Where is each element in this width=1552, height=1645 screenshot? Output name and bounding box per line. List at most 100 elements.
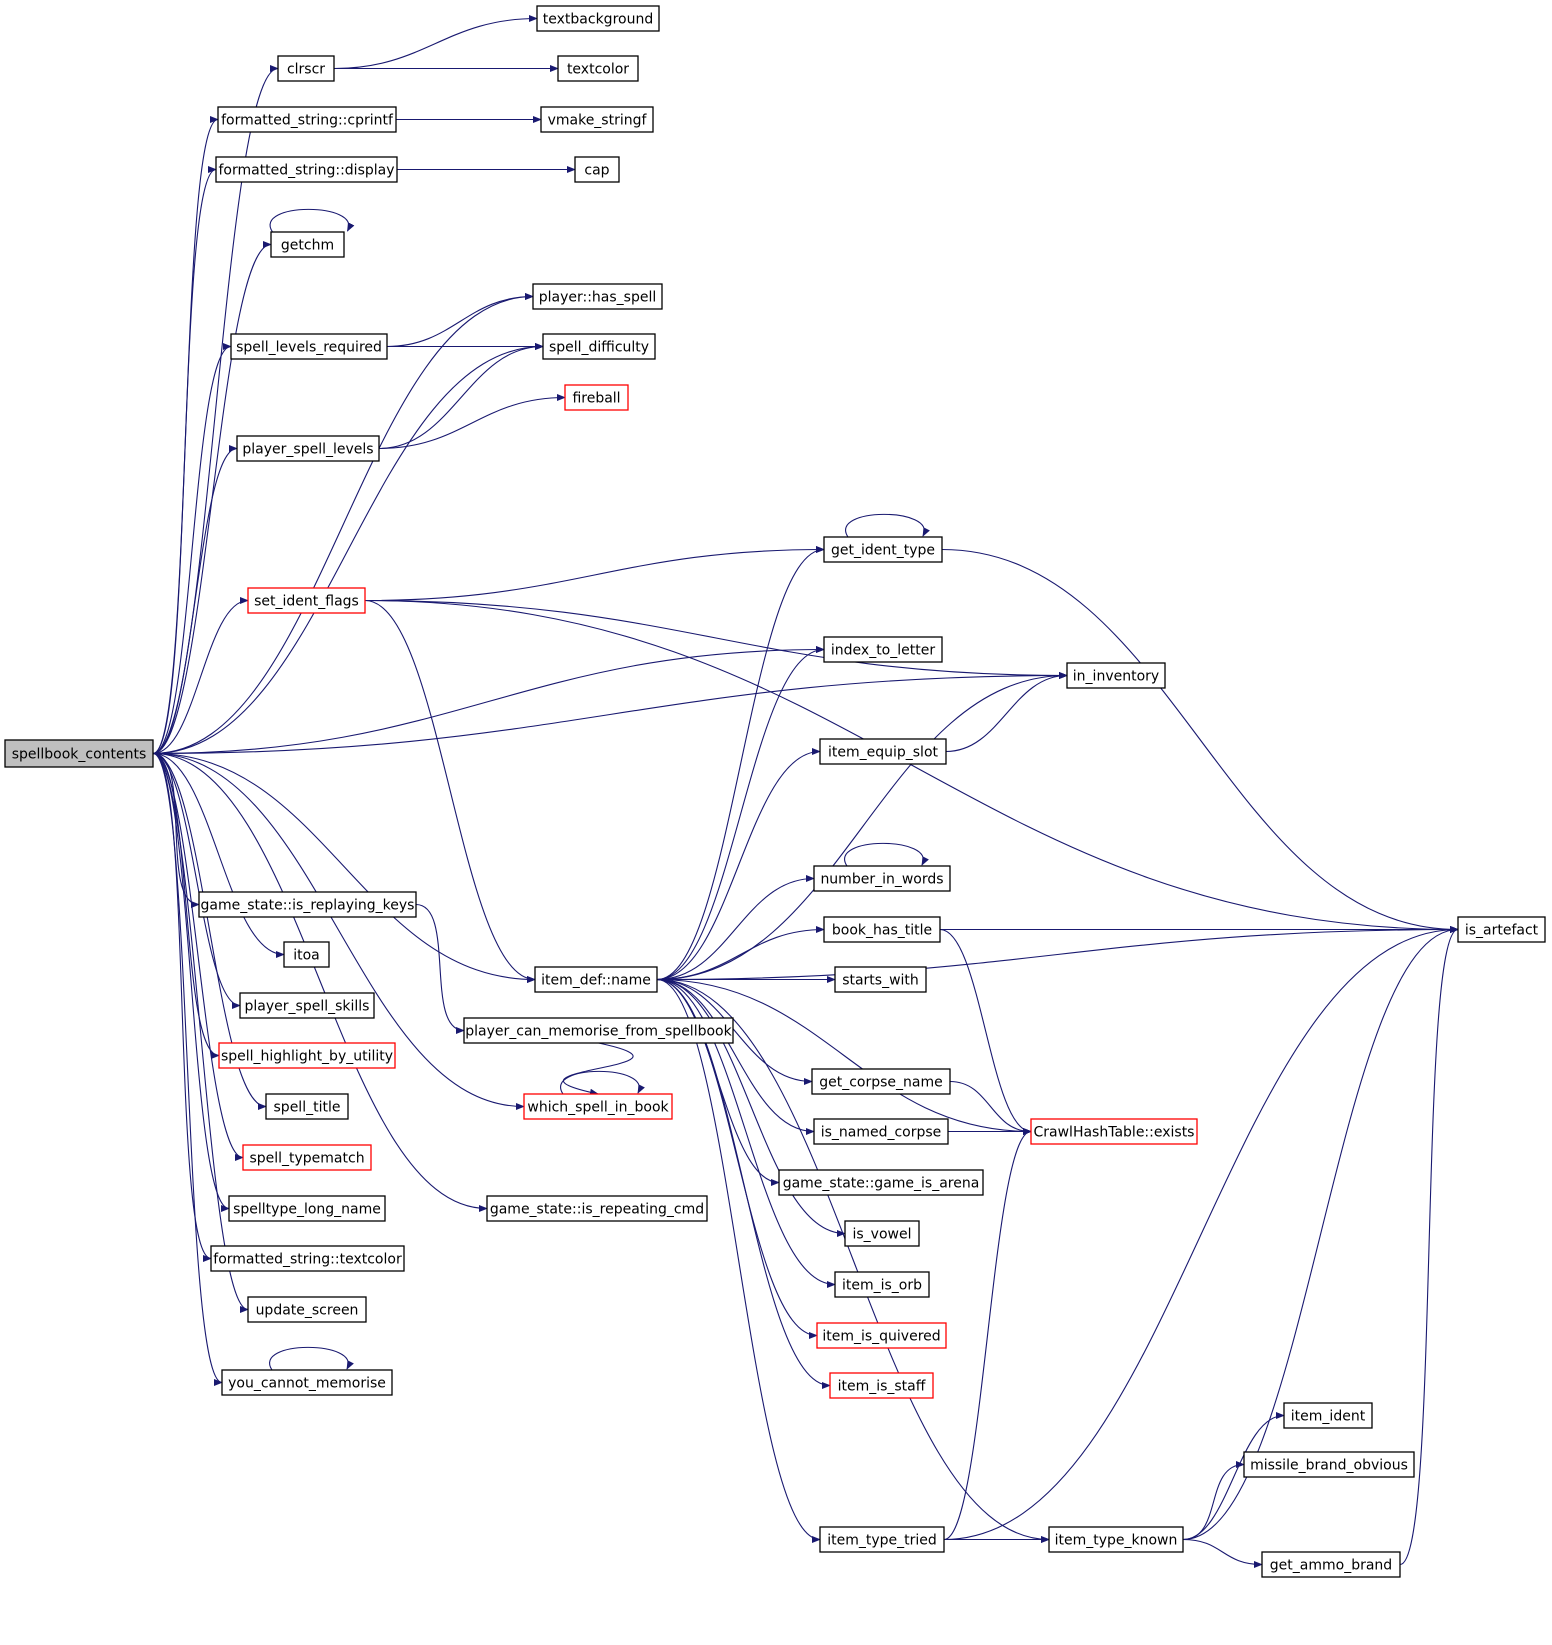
node-item-is-staff[interactable]: item_is_staff xyxy=(829,1372,934,1399)
node-item-is-orb[interactable]: item_is_orb xyxy=(834,1271,930,1298)
edge-item_def_name-to-item_equip_slot xyxy=(656,747,821,981)
node-itoa[interactable]: itoa xyxy=(283,941,330,968)
node-set-ident-flags[interactable]: set_ident_flags xyxy=(247,587,366,614)
node-item-type-known[interactable]: item_type_known xyxy=(1048,1526,1184,1553)
node-number-in-words[interactable]: number_in_words xyxy=(813,865,951,892)
node-get-corpse-name[interactable]: get_corpse_name xyxy=(811,1068,951,1095)
edge-item_def_name-to-in_inventory xyxy=(656,671,1068,981)
node-gs-game-is-arena[interactable]: game_state::game_is_arena xyxy=(778,1169,984,1196)
node-spelltype-long-name[interactable]: spelltype_long_name xyxy=(228,1195,386,1222)
node-spell-levels-required[interactable]: spell_levels_required xyxy=(230,333,388,360)
node-box xyxy=(1048,1526,1184,1553)
node-you-cannot-memorise[interactable]: you_cannot_memorise xyxy=(221,1369,393,1396)
node-is-vowel[interactable]: is_vowel xyxy=(844,1220,920,1247)
node-item-type-tried[interactable]: item_type_tried xyxy=(819,1526,945,1553)
node-book-has-title[interactable]: book_has_title xyxy=(823,916,941,943)
node-fireball[interactable]: fireball xyxy=(564,384,629,411)
node-get-ammo-brand[interactable]: get_ammo_brand xyxy=(1261,1551,1401,1578)
node-in-inventory[interactable]: in_inventory xyxy=(1066,662,1166,689)
node-fs-textcolor[interactable]: formatted_string::textcolor xyxy=(210,1245,405,1272)
node-box xyxy=(283,941,330,968)
edge-get_ident_type-to-get_ident_type xyxy=(845,513,930,538)
node-gs-is-replaying-keys[interactable]: game_state::is_replaying_keys xyxy=(198,891,417,918)
node-box xyxy=(811,1068,951,1095)
edge-item_def_name-to-is_named_corpse xyxy=(656,978,815,1136)
node-box xyxy=(816,1322,947,1349)
node-player-spell-skills[interactable]: player_spell_skills xyxy=(239,992,375,1019)
edge-item_def_name-to-index_to_letter xyxy=(656,645,825,981)
node-player-can-memorise[interactable]: player_can_memorise_from_spellbook xyxy=(463,1017,734,1044)
node-box xyxy=(574,156,620,183)
edge-spellbook_contents-to-spell_levels_required xyxy=(152,342,232,755)
edge-get_ident_type-to-is_artefact xyxy=(941,548,1459,934)
edge-spellbook_contents-to-fs_display xyxy=(152,166,217,755)
node-vmake-stringf[interactable]: vmake_stringf xyxy=(540,106,654,133)
node-clrscr[interactable]: clrscr xyxy=(277,55,335,82)
node-spell-typematch[interactable]: spell_typematch xyxy=(242,1144,372,1171)
node-crawl-exists[interactable]: CrawlHashTable::exists xyxy=(1030,1118,1198,1145)
edge-spellbook_contents-to-update_screen xyxy=(152,752,249,1313)
edge-layer xyxy=(152,14,1459,1569)
node-label: item_def::name xyxy=(541,973,651,989)
node-is-named-corpse[interactable]: is_named_corpse xyxy=(813,1118,949,1145)
node-label: textbackground xyxy=(543,12,653,28)
node-is-artefact[interactable]: is_artefact xyxy=(1457,916,1546,943)
node-box xyxy=(819,738,947,765)
node-box xyxy=(242,1144,372,1171)
node-index-to-letter[interactable]: index_to_letter xyxy=(823,636,943,663)
node-spell-difficulty[interactable]: spell_difficulty xyxy=(542,333,656,360)
edge-spellbook_contents-to-player_has_spell xyxy=(152,292,534,755)
node-player-has-spell[interactable]: player::has_spell xyxy=(532,283,663,310)
node-fs-display[interactable]: formatted_string::display xyxy=(215,156,398,183)
node-label: game_state::is_repeating_cmd xyxy=(490,1202,704,1218)
node-starts-with[interactable]: starts_with xyxy=(834,966,927,993)
edge-you_cannot_memorise-to-you_cannot_memorise xyxy=(269,1346,354,1371)
node-box xyxy=(844,1220,920,1247)
node-label: cap xyxy=(584,163,609,179)
node-box xyxy=(463,1017,734,1044)
edge-spellbook_contents-to-which_spell_in_book xyxy=(152,752,525,1111)
edge-spell_levels_required-to-player_has_spell xyxy=(386,292,534,348)
edge-item_type_known-to-is_artefact xyxy=(1182,925,1459,1541)
node-label: set_ident_flags xyxy=(254,594,359,610)
node-item-is-quivered[interactable]: item_is_quivered xyxy=(816,1322,947,1349)
node-fs-cprintf[interactable]: formatted_string::cprintf xyxy=(217,106,397,133)
node-getchm[interactable]: getchm xyxy=(270,231,345,258)
node-textcolor[interactable]: textcolor xyxy=(557,55,639,82)
node-item-ident[interactable]: item_ident xyxy=(1283,1402,1373,1429)
edge-player_spell_levels-to-spell_difficulty xyxy=(378,342,544,450)
edge-spellbook_contents-to-item_def_name xyxy=(152,752,536,984)
edge-spellbook_contents-to-itoa xyxy=(152,752,285,959)
node-label: spell_highlight_by_utility xyxy=(221,1049,393,1065)
node-label: spelltype_long_name xyxy=(233,1202,381,1218)
node-label: spell_difficulty xyxy=(549,340,649,356)
edge-item_def_name-to-number_in_words xyxy=(656,874,815,981)
node-textbackground[interactable]: textbackground xyxy=(536,5,660,32)
node-item-equip-slot[interactable]: item_equip_slot xyxy=(819,738,947,765)
node-label: CrawlHashTable::exists xyxy=(1034,1125,1195,1141)
node-item-def-name[interactable]: item_def::name xyxy=(534,966,658,993)
node-spell-highlight[interactable]: spell_highlight_by_utility xyxy=(218,1042,396,1069)
node-label: item_is_orb xyxy=(842,1278,922,1294)
edge-spellbook_contents-to-you_cannot_memorise xyxy=(152,752,223,1386)
node-box xyxy=(813,1118,949,1145)
edge-item_type_known-to-get_ammo_brand xyxy=(1182,1538,1263,1569)
node-missile-brand-obvious[interactable]: missile_brand_obvious xyxy=(1243,1451,1415,1478)
node-box xyxy=(823,916,941,943)
node-label: get_ammo_brand xyxy=(1270,1558,1392,1574)
node-label: in_inventory xyxy=(1073,669,1159,685)
node-gs-is-repeating-cmd[interactable]: game_state::is_repeating_cmd xyxy=(486,1195,708,1222)
node-box xyxy=(1457,916,1546,943)
node-label: is_named_corpse xyxy=(821,1125,942,1141)
node-spellbook-contents[interactable]: spellbook_contents xyxy=(4,739,154,768)
edge-spellbook_contents-to-spell_difficulty xyxy=(152,342,544,755)
node-cap[interactable]: cap xyxy=(574,156,620,183)
node-which-spell-in-book[interactable]: which_spell_in_book xyxy=(523,1093,673,1120)
node-player-spell-levels[interactable]: player_spell_levels xyxy=(236,435,380,462)
node-update-screen[interactable]: update_screen xyxy=(247,1296,367,1323)
edge-item_def_name-to-crawl_exists xyxy=(656,978,1032,1136)
node-get-ident-type[interactable]: get_ident_type xyxy=(823,536,943,563)
node-spell-title[interactable]: spell_title xyxy=(265,1093,349,1120)
node-label: fireball xyxy=(572,391,620,407)
edge-item_type_known-to-missile_brand_obvious xyxy=(1182,1460,1245,1541)
